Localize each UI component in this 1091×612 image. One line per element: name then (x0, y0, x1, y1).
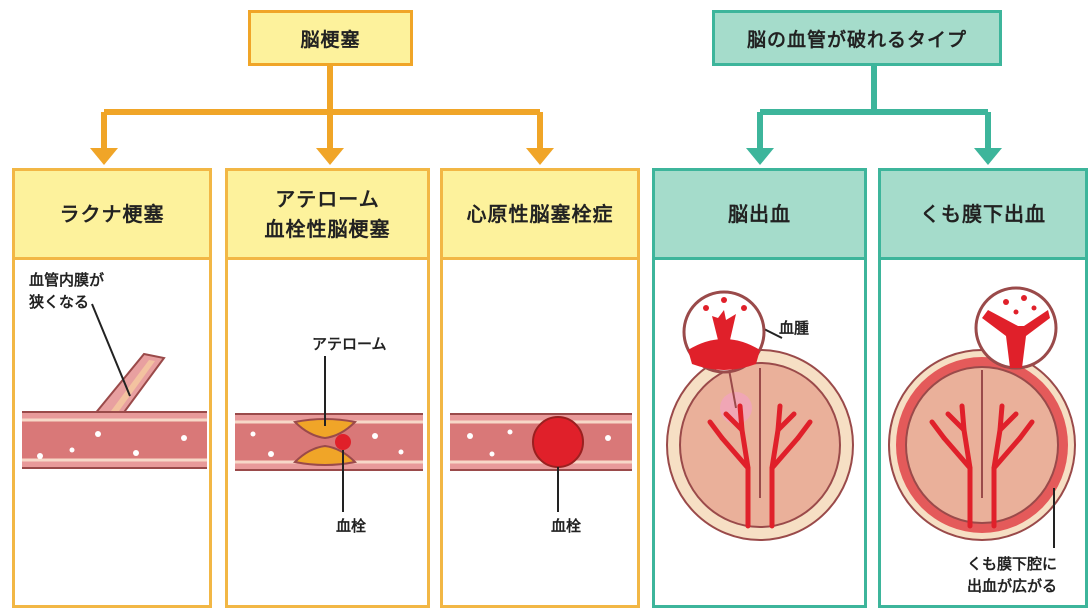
group-title-hemorrhage: 脳の血管が破れるタイプ (712, 10, 1002, 66)
panel-title-line: ラクナ梗塞 (59, 202, 165, 226)
atheroma-vessel-illustration (235, 356, 423, 512)
label-thrombus: 血栓 (336, 517, 367, 535)
panel-title-line: くも膜下出血 (920, 202, 1046, 226)
panel-lacunar-infarction: ラクナ梗塞 血管内膜が 狭くなる (12, 168, 212, 608)
panel-title: ラクナ梗塞 (15, 171, 209, 260)
annotation-line: 出血が広がる (967, 577, 1058, 595)
annotation-line: 狭くなる (29, 293, 90, 311)
annotation-label: くも膜下腔に 出血が広がる (967, 553, 1057, 597)
group-title-infarction: 脳梗塞 (248, 10, 413, 66)
label-hematoma: 血腫 (779, 319, 810, 337)
lacunar-vessel-illustration (22, 303, 207, 469)
embolus-vessel-illustration (450, 413, 632, 512)
panel-title: くも膜下出血 (881, 171, 1085, 260)
panel-title: アテローム 血栓性脳梗塞 (228, 171, 427, 260)
panel-title: 脳出血 (655, 171, 864, 260)
annotation-line: くも膜下腔に (967, 555, 1058, 573)
brain-hemorrhage-illustration (666, 290, 854, 541)
panel-intracerebral-hemorrhage: 脳出血 血腫 (652, 168, 867, 608)
annotation-line: 血管内膜が (29, 271, 105, 289)
label-thrombus: 血栓 (551, 517, 582, 535)
panel-title-line: 脳出血 (728, 202, 791, 226)
panel-title: 心原性脳塞栓症 (443, 171, 637, 260)
panel-title-line: アテローム (275, 187, 380, 211)
annotation-label: 血管内膜が 狭くなる (29, 269, 104, 313)
brain-subarachnoid-illustration (888, 286, 1076, 548)
panel-cardioembolic-stroke: 心原性脳塞栓症 血栓 (440, 168, 640, 608)
panel-subarachnoid-hemorrhage: くも膜下出血 くも膜下腔に 出血が広がる (878, 168, 1088, 608)
panel-title-line: 心原性脳塞栓症 (466, 202, 614, 226)
panel-title-line: 血栓性脳梗塞 (264, 217, 391, 241)
panel-atherothrombotic-infarction: アテローム 血栓性脳梗塞 アテローム 血栓 (225, 168, 430, 608)
label-atheroma: アテローム (312, 335, 387, 353)
